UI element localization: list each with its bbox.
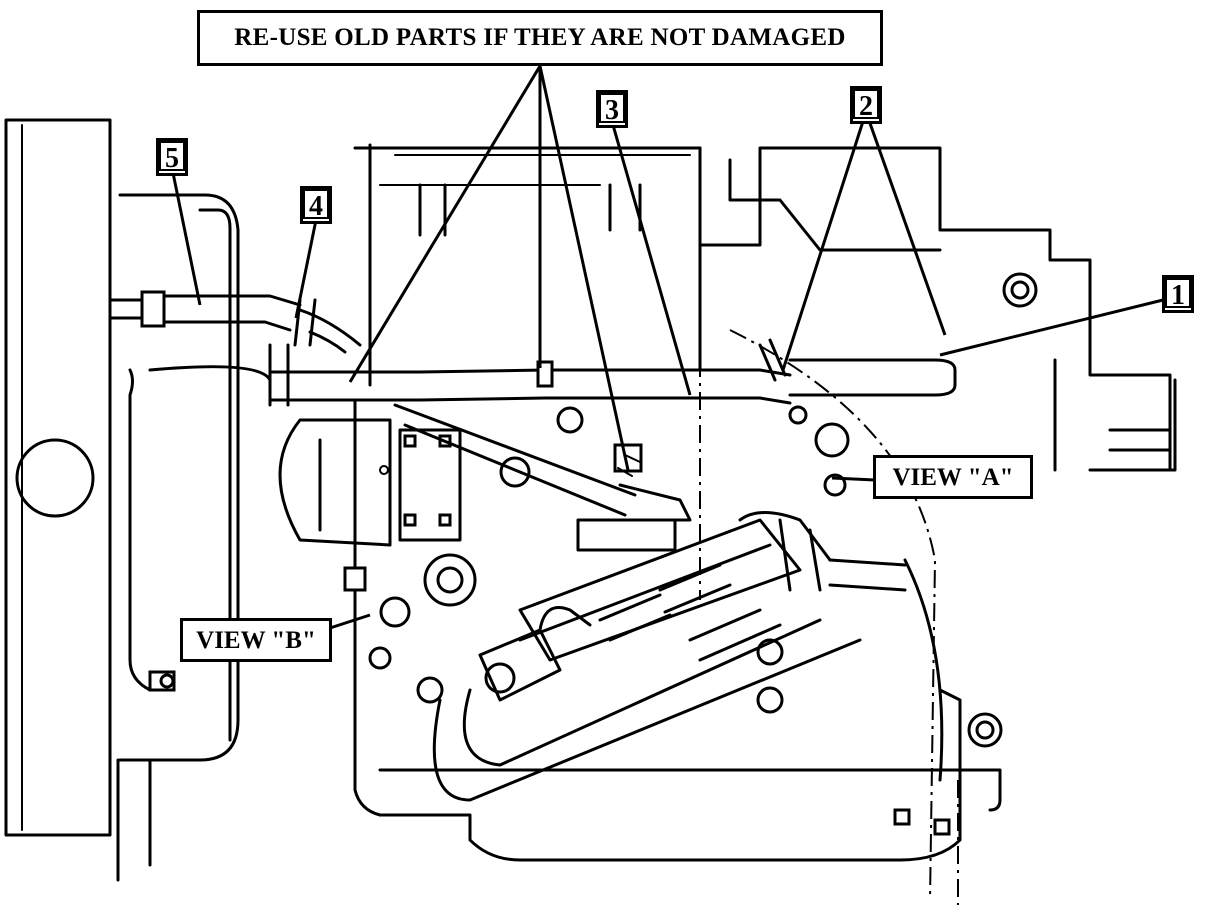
radiator-plate: [4, 118, 112, 837]
callout-5-label: 5: [159, 141, 185, 174]
callout-4-label: 4: [303, 189, 329, 222]
reuse-parts-note: RE-USE OLD PARTS IF THEY ARE NOT DAMAGED: [197, 10, 883, 66]
coolant-hose: [108, 193, 302, 882]
filter-canister: [278, 418, 462, 547]
callout-1-label: 1: [1165, 278, 1191, 311]
engine-block: [353, 143, 1177, 862]
callout-2-label: 2: [853, 89, 879, 122]
injection-pump: [432, 511, 907, 802]
callout-2: 2: [850, 86, 882, 124]
callout-3-label: 3: [599, 93, 625, 126]
callout-3: 3: [596, 90, 628, 128]
view-b-label: VIEW "B": [180, 618, 332, 662]
bell-housing: [699, 260, 959, 905]
diagonal-rod: [393, 403, 692, 552]
view-a-label: VIEW "A": [873, 455, 1033, 499]
fittings: [343, 272, 1038, 836]
leader-lines: [170, 65, 1164, 630]
callout-5: 5: [156, 138, 188, 176]
upper-tube: [268, 298, 957, 407]
callout-1: 1: [1162, 275, 1194, 313]
callout-4: 4: [300, 186, 332, 224]
